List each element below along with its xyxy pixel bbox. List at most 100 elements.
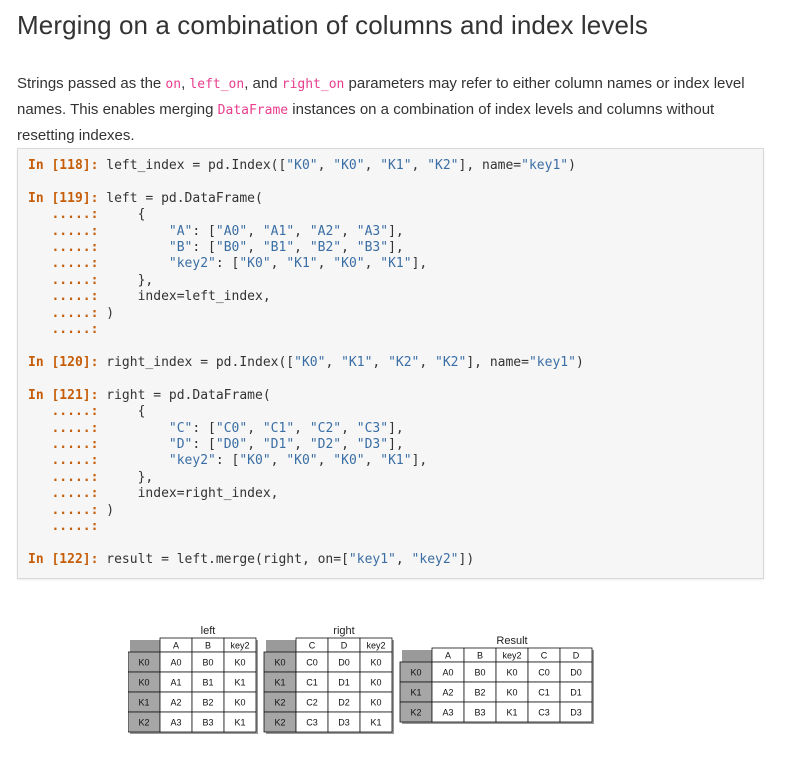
code-text: )	[106, 502, 115, 518]
paragraph-text: parameters may refer to either column na…	[17, 75, 745, 118]
code-prompt: .....:	[28, 289, 107, 305]
code-prompt: .....:	[28, 256, 107, 272]
code-text: index=left_index,	[106, 289, 271, 305]
code-string: "K0"	[239, 453, 271, 469]
paragraph-text: instances on a combination of index leve…	[17, 101, 715, 144]
code-block: In [118]: left_index = pd.Index(["K0", "…	[18, 149, 763, 577]
code-string: "K0"	[239, 256, 271, 272]
code-prompt: In [120]:	[28, 354, 107, 370]
code-text: ,	[341, 240, 357, 256]
cell-value: D2	[338, 698, 350, 708]
code-string: "C"	[168, 420, 193, 436]
code-text	[106, 453, 169, 468]
code-text: )	[568, 158, 576, 173]
column-header-label: A	[445, 651, 451, 661]
code-line: .....: index=right_index,	[28, 486, 753, 502]
code-text: ],	[388, 436, 404, 452]
code-text: ,	[372, 354, 389, 370]
code-prompt: In [118]:	[28, 158, 107, 173]
index-label: K2	[274, 698, 285, 708]
code-line: .....: {	[28, 207, 753, 223]
cell-value: D1	[338, 678, 350, 688]
code-line: .....: "D": ["D0", "D1", "D2", "D3"],	[28, 437, 753, 453]
code-string: "K2"	[388, 354, 420, 370]
code-text: ,	[294, 240, 310, 256]
code-text: ,	[341, 420, 357, 436]
cell-value: B0	[474, 668, 485, 678]
code-prompt: .....:	[28, 502, 107, 518]
cell-value: A3	[170, 718, 181, 728]
code-text: ,	[270, 453, 287, 469]
code-text: : [	[192, 223, 216, 239]
code-text: ,	[395, 551, 412, 567]
column-header-label: D	[341, 641, 348, 651]
code-text: ],	[388, 420, 404, 436]
code-text: : [	[215, 453, 240, 469]
code-text: : [	[192, 420, 216, 436]
code-text: ,	[294, 420, 310, 436]
cell-value: A2	[442, 688, 453, 698]
code-text: ],	[411, 453, 428, 469]
code-text: ,	[364, 158, 381, 173]
cell-value: C0	[306, 658, 318, 668]
code-text	[106, 224, 169, 239]
code-string: "K1"	[380, 158, 412, 173]
code-text: ,	[341, 436, 357, 452]
column-header-label: D	[573, 651, 580, 661]
code-string: "key2"	[411, 551, 459, 567]
code-line: In [122]: result = left.merge(right, on=…	[28, 552, 753, 568]
cell-value: K0	[370, 678, 381, 688]
code-prompt: .....:	[28, 207, 107, 223]
code-line: .....: {	[28, 404, 753, 420]
code-line: ​	[28, 535, 753, 551]
code-string: "K0"	[286, 453, 318, 469]
cell-value: D0	[570, 668, 582, 678]
code-text: ,	[294, 223, 310, 239]
cell-value: C0	[538, 668, 550, 678]
cell-value: A3	[442, 708, 453, 718]
code-string: "K1"	[286, 256, 318, 272]
column-header-label: B	[205, 641, 211, 651]
cell-value: K0	[234, 658, 245, 668]
code-text: ],	[411, 256, 428, 272]
cell-value: B2	[474, 688, 485, 698]
code-string: "A0"	[215, 223, 248, 239]
code-text: ], name=	[458, 158, 522, 173]
code-text: ,	[247, 240, 263, 256]
code-text: ,	[317, 256, 334, 272]
code-line: In [121]: right = pd.DataFrame(	[28, 388, 753, 404]
table-title: right	[333, 625, 354, 637]
code-string: "K1"	[380, 256, 412, 272]
code-text: right_index = pd.Index([	[106, 354, 295, 370]
code-line: .....: "key2": ["K0", "K0", "K0", "K1"],	[28, 453, 753, 469]
code-string: "A1"	[262, 223, 295, 239]
code-prompt: .....:	[28, 272, 107, 288]
cell-value: K1	[370, 718, 381, 728]
cell-value: A1	[170, 678, 181, 688]
code-string: "K0"	[333, 453, 365, 469]
inline-code: left_on	[189, 77, 245, 92]
code-string: "K0"	[333, 256, 365, 272]
cell-value: A0	[442, 668, 453, 678]
code-text: )	[575, 354, 584, 370]
code-text: ,	[270, 256, 287, 272]
index-label: K0	[410, 668, 421, 678]
code-string: "K0"	[333, 158, 365, 173]
code-string: "key1"	[528, 354, 576, 370]
code-string: "K1"	[380, 453, 412, 469]
code-string: "K0"	[294, 354, 326, 370]
index-label: K2	[410, 708, 421, 718]
code-text: ,	[247, 420, 263, 436]
code-string: "C1"	[262, 420, 295, 436]
code-text: ,	[294, 436, 310, 452]
code-prompt: .....:	[28, 469, 107, 485]
code-line: .....: )	[28, 306, 753, 322]
cell-value: K0	[234, 698, 245, 708]
code-line: .....:	[28, 322, 753, 338]
code-line: ​	[28, 371, 753, 387]
code-text: {	[106, 404, 146, 420]
code-prompt: .....:	[28, 420, 107, 436]
